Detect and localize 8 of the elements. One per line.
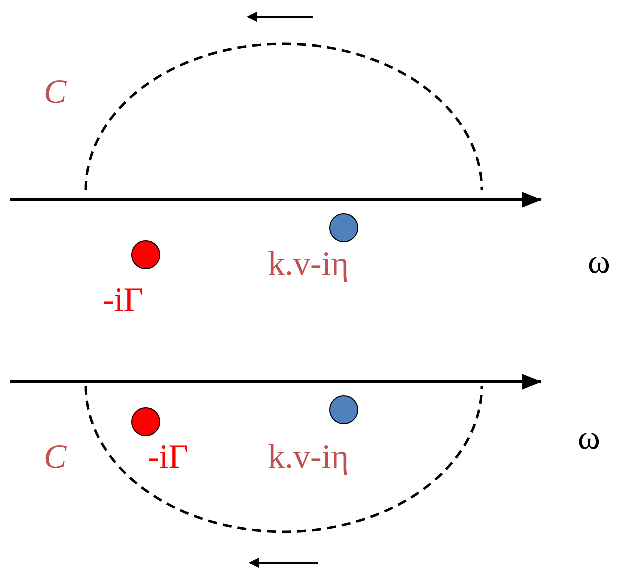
pole-label: -iΓ <box>148 441 188 475</box>
contour-label: C <box>44 441 67 475</box>
pole-label: -iΓ <box>103 284 144 318</box>
pole-label: k.v-iη <box>268 248 350 282</box>
contour-label: C <box>44 76 67 110</box>
axis-label: ω <box>588 246 610 280</box>
axis-label: ω <box>578 422 600 456</box>
pole-label: k.v-iη <box>268 441 350 475</box>
